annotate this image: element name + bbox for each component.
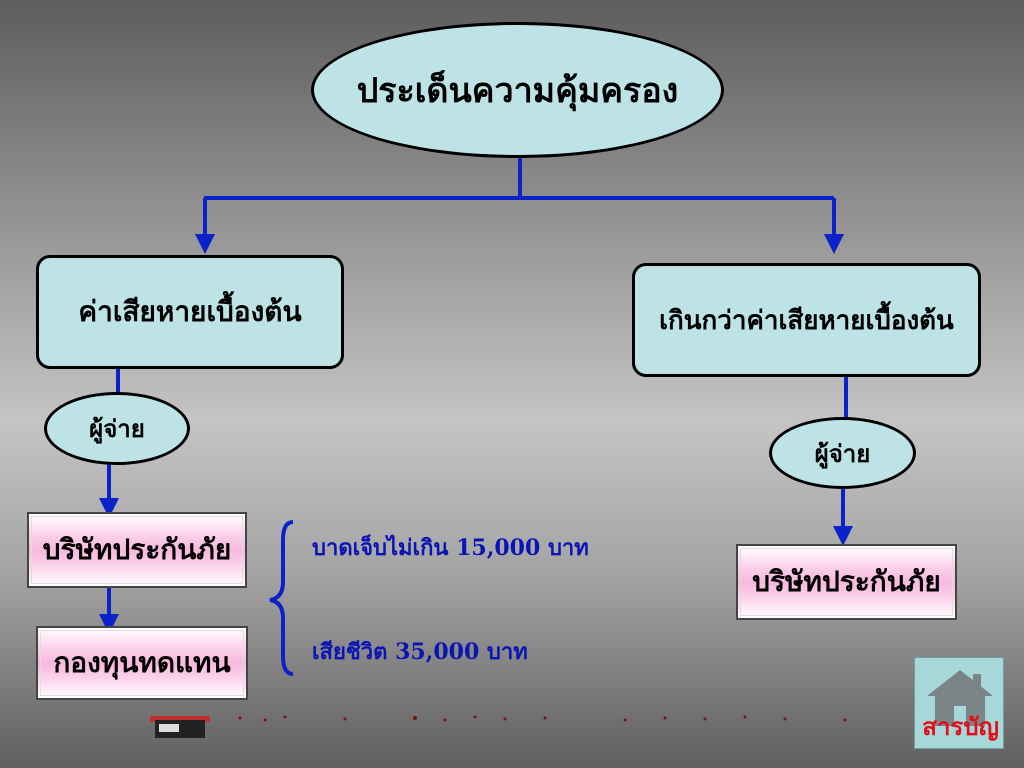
right-payer-label: ผู้จ่าย (814, 438, 871, 468)
left-insurer-label: บริษัทประกันภัย (42, 533, 232, 566)
left-branch-label: ค่าเสียหายเบื้องต้น (78, 295, 302, 328)
root-node-label: ประเด็นความคุ้มครอง (356, 71, 679, 111)
compensation-fund-label: กองทุนทดแทน (53, 646, 231, 679)
right-insurer-label: บริษัทประกันภัย (752, 565, 941, 598)
right-insurer-box: บริษัทประกันภัย (736, 544, 957, 620)
home-button[interactable]: สารบัญ (914, 657, 1004, 749)
injury-limit-note: บาดเจ็บไม่เกิน 15,000 บาท (312, 535, 589, 561)
right-branch-label: เกินกว่าค่าเสียหายเบื้องต้น (659, 305, 954, 336)
curly-brace (269, 520, 294, 676)
left-branch-box: ค่าเสียหายเบื้องต้น (36, 255, 344, 369)
left-payer-node: ผู้จ่าย (44, 392, 190, 465)
death-limit-note: เสียชีวิต 35,000 บาท (312, 639, 528, 665)
home-icon (927, 670, 993, 726)
left-payer-label: ผู้จ่าย (89, 414, 145, 443)
home-button-label: สารบัญ (922, 712, 999, 741)
compensation-fund-box: กองทุนทดแทน (36, 626, 248, 700)
right-branch-box: เกินกว่าค่าเสียหายเบื้องต้น (632, 263, 981, 377)
left-insurer-box: บริษัทประกันภัย (27, 512, 247, 588)
decorative-noise-strip (150, 715, 847, 738)
right-payer-node: ผู้จ่าย (769, 417, 916, 489)
root-node: ประเด็นความคุ้มครอง (311, 22, 724, 158)
